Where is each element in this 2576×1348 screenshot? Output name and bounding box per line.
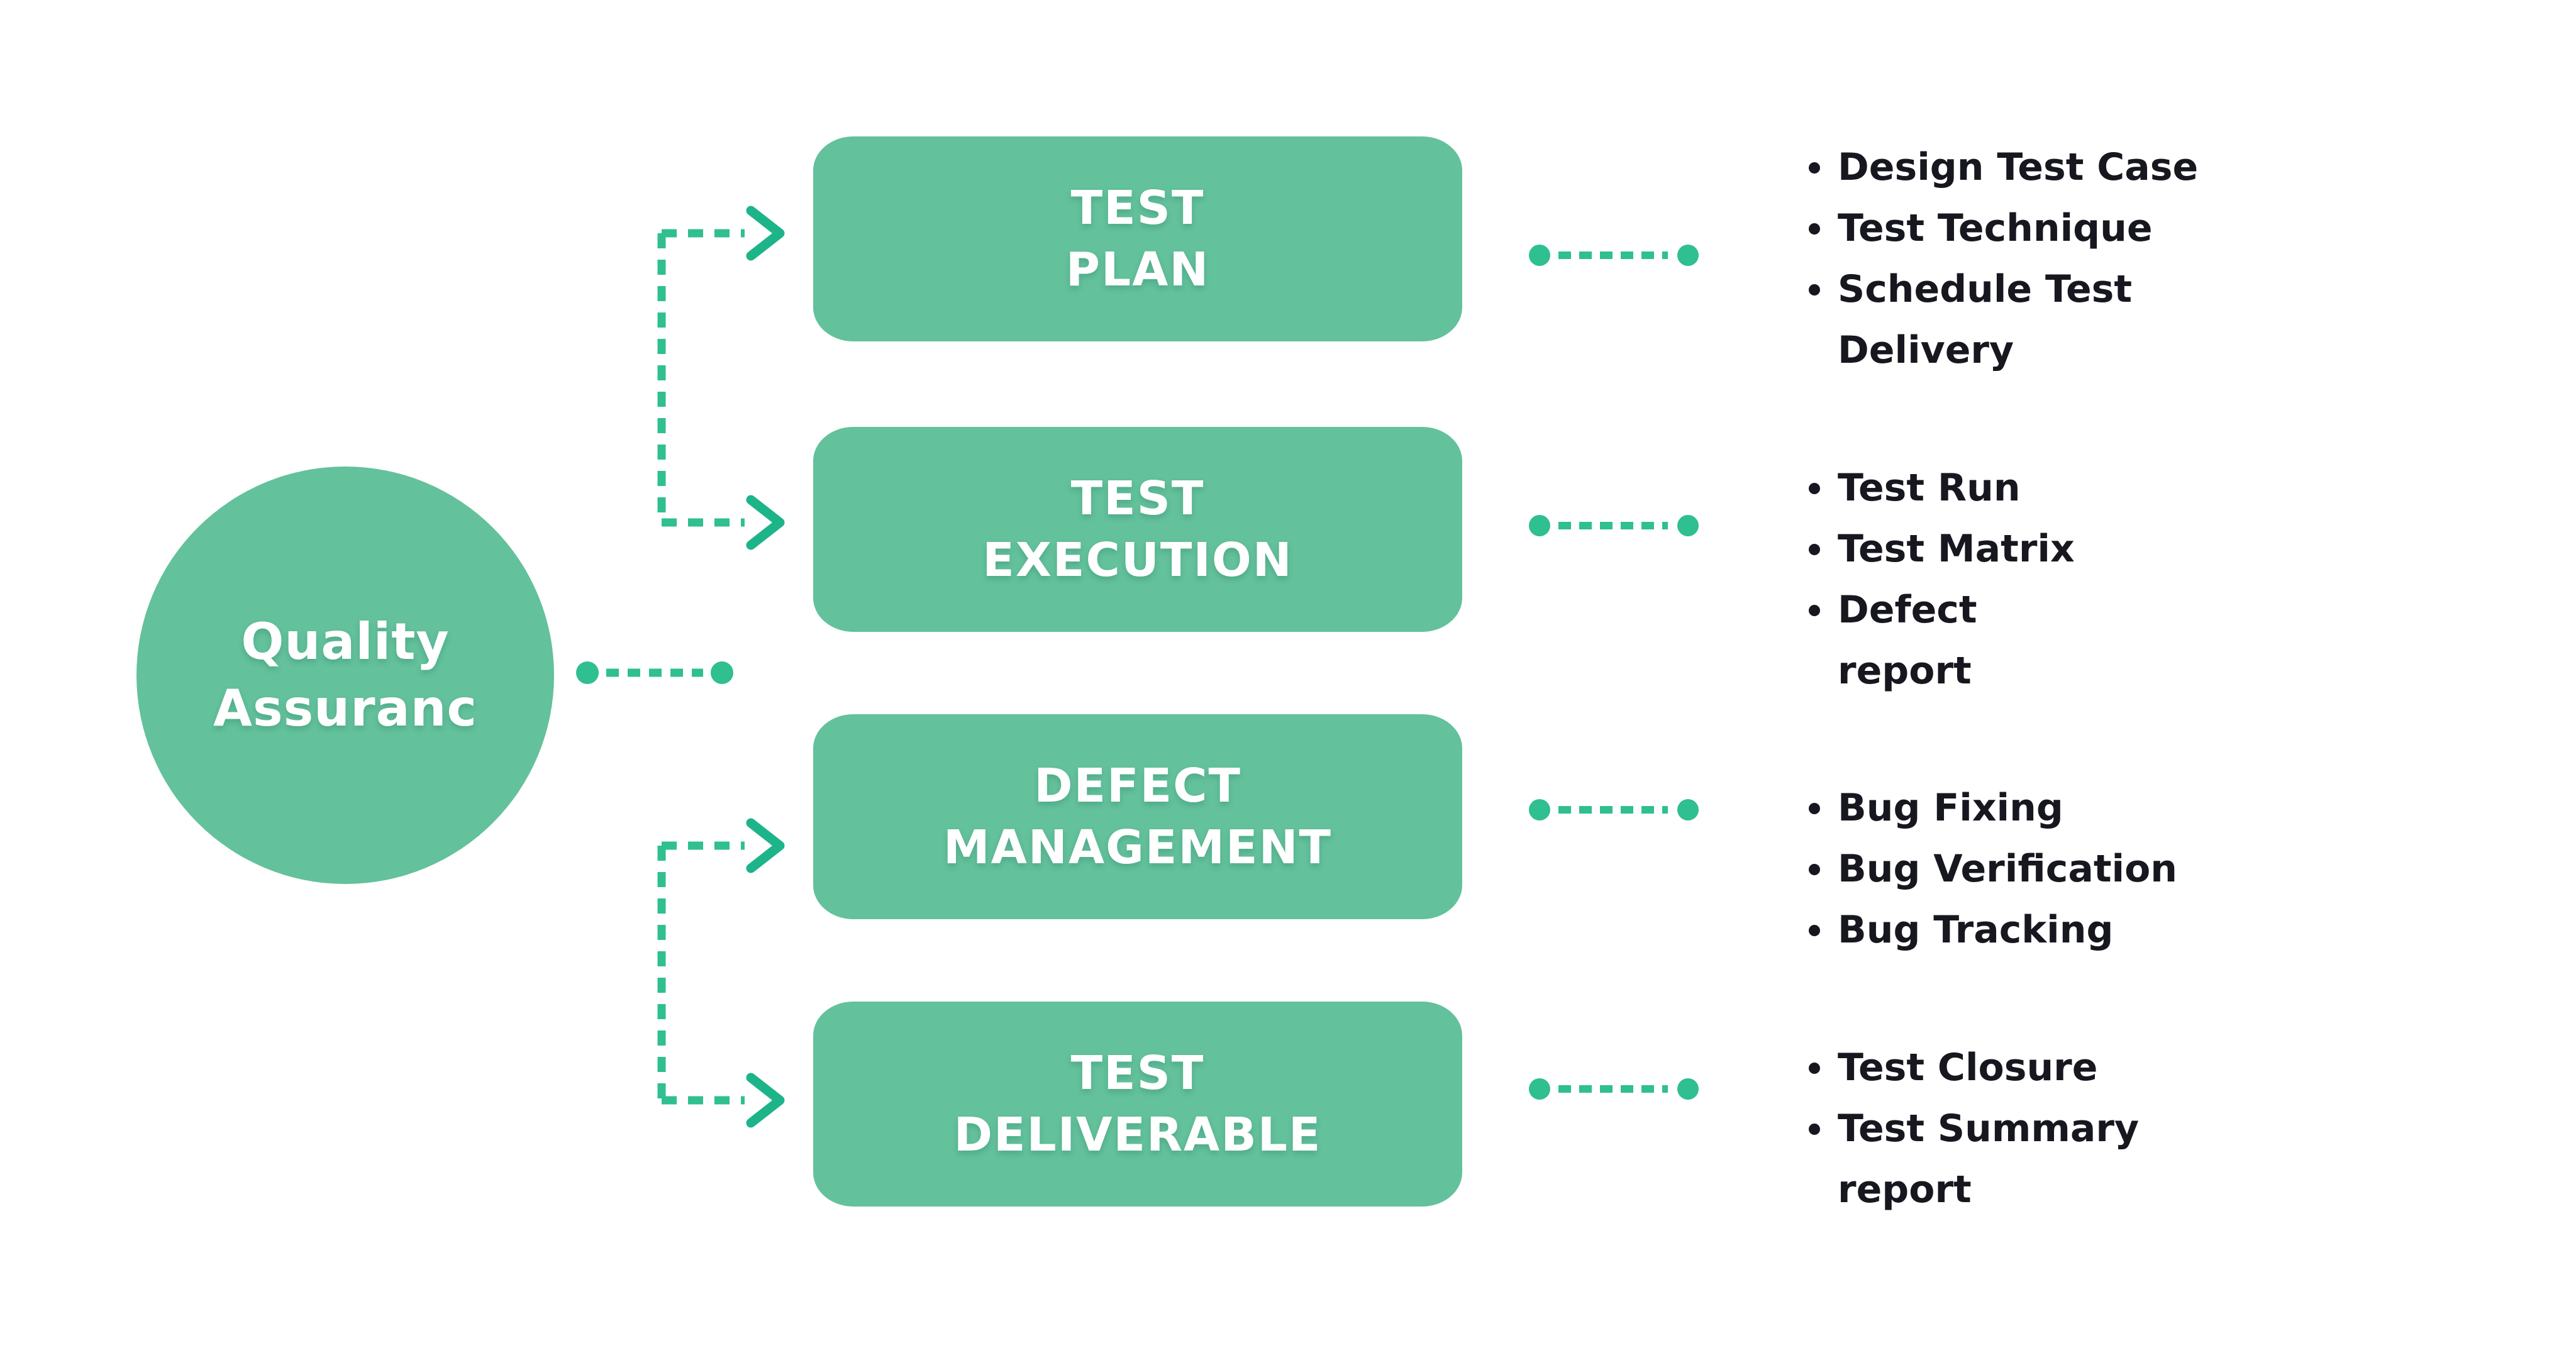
stage-box-label-line: EXECUTION xyxy=(982,533,1293,587)
stage-box-test-execution: TEST EXECUTION xyxy=(813,427,1462,632)
connector-dot-icon xyxy=(1529,245,1550,266)
stage-box-label-line: PLAN xyxy=(1065,243,1210,297)
box-list-connector-test-plan xyxy=(1529,245,1699,266)
stage-box-defect-management: DEFECT MANAGEMENT xyxy=(813,714,1462,919)
box-list-connector-test-execution xyxy=(1529,515,1699,536)
connector-dot-icon xyxy=(576,661,599,684)
root-node: Quality Assuranc xyxy=(136,467,554,884)
arrowhead-chevron-icon xyxy=(746,1073,785,1128)
stage-box-label-line: TEST xyxy=(1070,1046,1205,1100)
connector-dot-icon xyxy=(1529,799,1550,820)
stage-box-label-line: DEFECT xyxy=(1034,759,1241,813)
box-list-connector-defect-management xyxy=(1529,799,1699,820)
list-item: Bug Fixing xyxy=(1807,778,2298,839)
root-connector xyxy=(576,661,733,684)
list-item: Schedule Test Delivery xyxy=(1807,259,2298,381)
stage-box-test-deliverable: TEST DELIVERABLE xyxy=(813,1002,1462,1207)
bracket-upper xyxy=(657,206,785,550)
list-item: Bug Verification xyxy=(1807,839,2298,900)
list-item: Test Summary report xyxy=(1807,1098,2298,1220)
stage-box-label-line: MANAGEMENT xyxy=(943,820,1332,875)
connector-dot-icon xyxy=(1529,515,1550,536)
connector-dot-icon xyxy=(1677,245,1699,266)
list-item: Bug Tracking xyxy=(1807,900,2298,961)
stage-box-label-line: DELIVERABLE xyxy=(953,1108,1322,1162)
list-item: Test Matrix xyxy=(1807,519,2298,580)
list-item: Design Test Case xyxy=(1807,137,2298,198)
connector-dot-icon xyxy=(1677,799,1699,820)
stage-box-test-plan: TEST PLAN xyxy=(813,136,1462,341)
arrowhead-chevron-icon xyxy=(746,206,785,261)
connector-dot-icon xyxy=(1677,1078,1699,1100)
arrowhead-chevron-icon xyxy=(746,495,785,550)
list-item: Test Run xyxy=(1807,458,2298,519)
stage-box-label-line: TEST xyxy=(1070,181,1205,235)
box-list-connector-test-deliverable xyxy=(1529,1078,1699,1100)
list-item: Test Technique xyxy=(1807,198,2298,259)
connector-dot-icon xyxy=(1677,515,1699,536)
root-node-label: Quality Assuranc xyxy=(213,612,477,738)
arrowhead-chevron-icon xyxy=(746,818,785,873)
connector-dot-icon xyxy=(711,661,733,684)
list-item: Test Closure xyxy=(1807,1037,2298,1098)
connector-dot-icon xyxy=(1529,1078,1550,1100)
list-item: Defect report xyxy=(1807,580,2298,702)
bracket-lower xyxy=(657,818,785,1128)
stage-box-label-line: TEST xyxy=(1070,472,1205,526)
